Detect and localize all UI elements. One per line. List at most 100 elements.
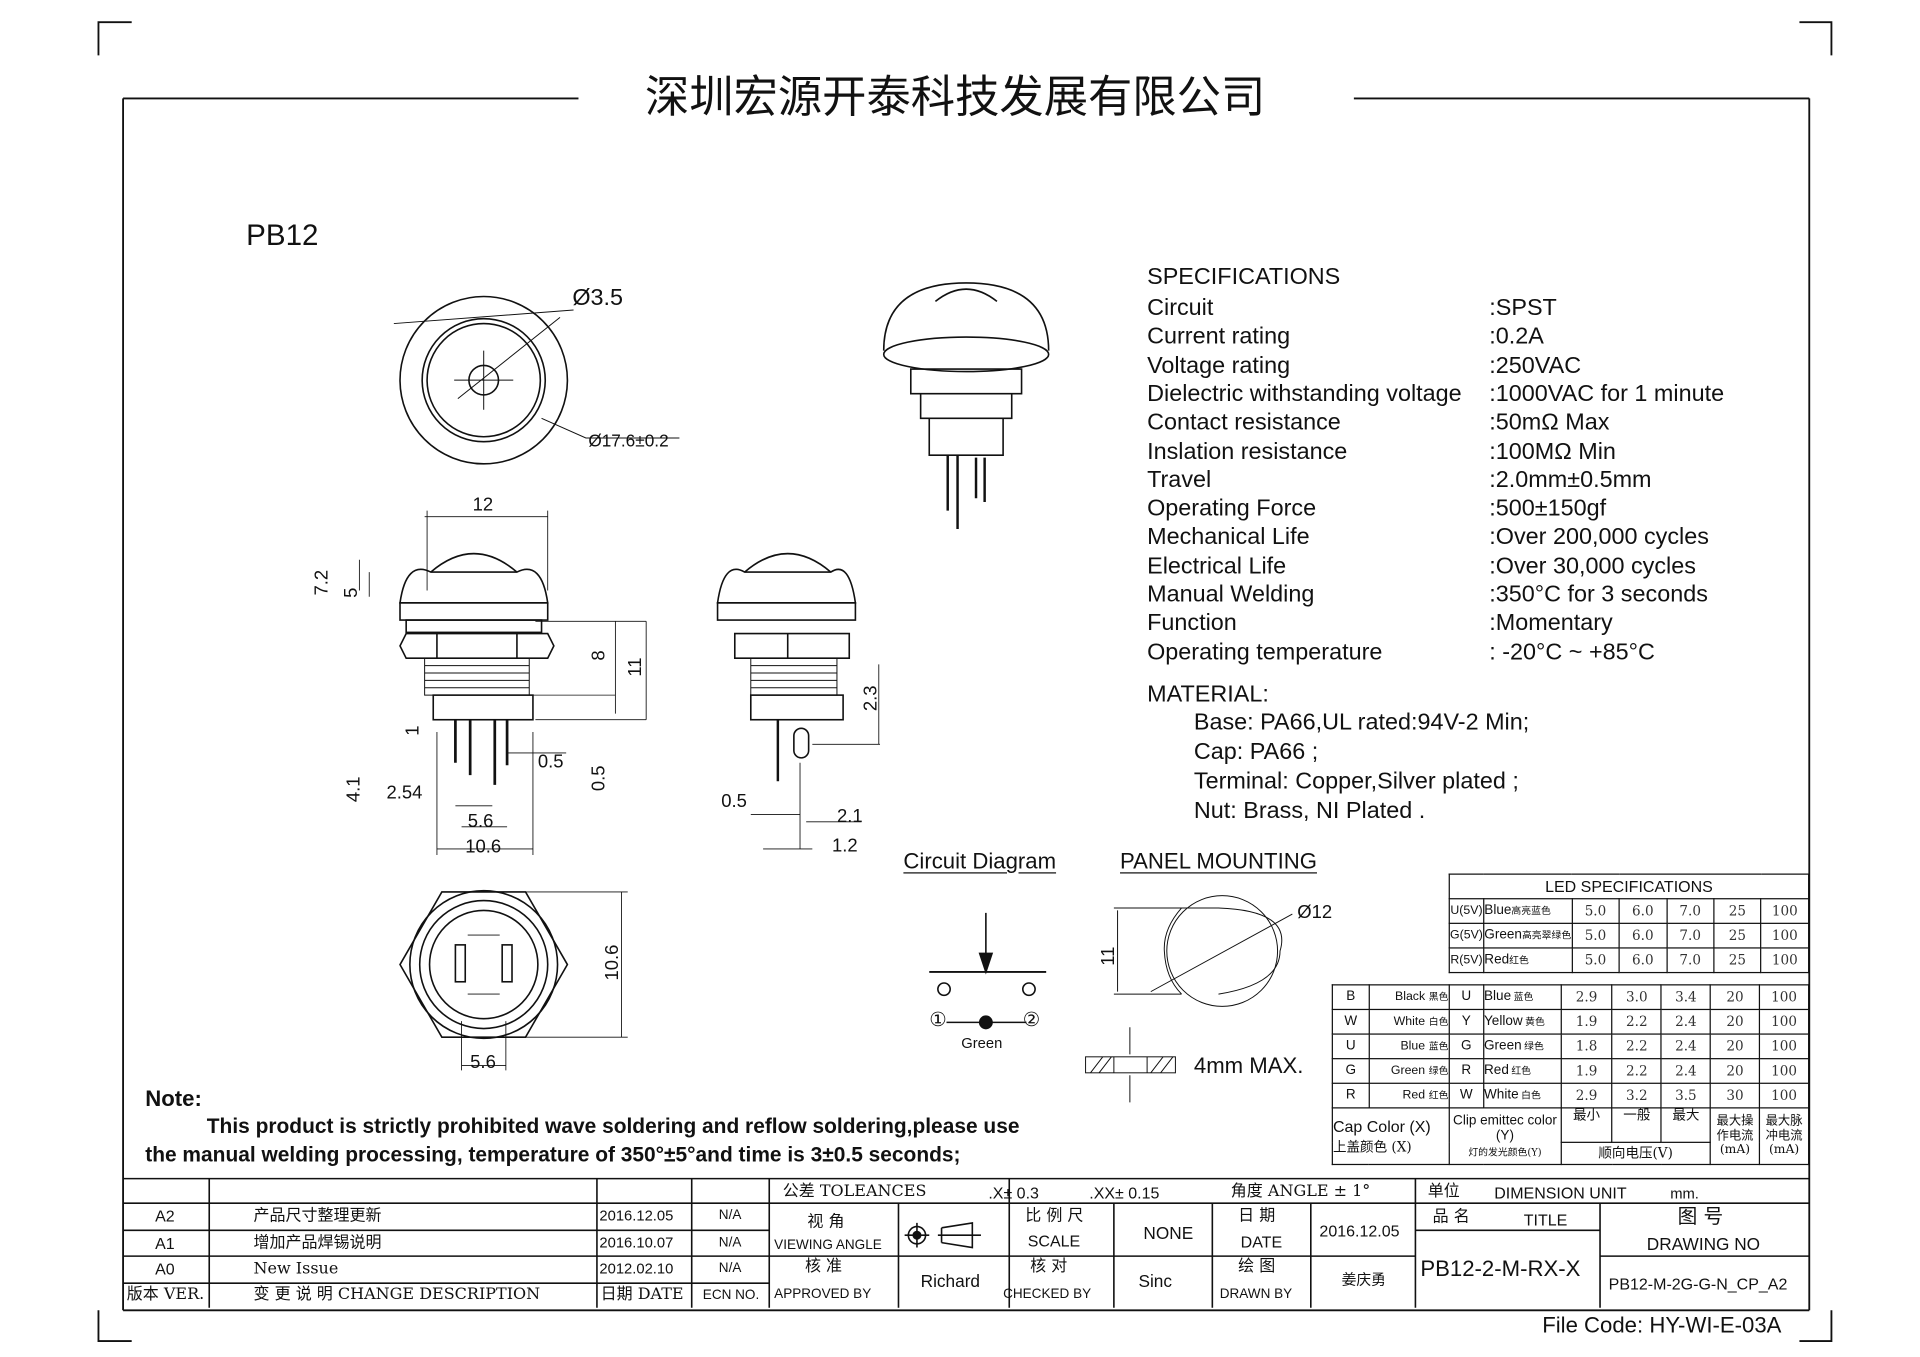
spec-value: :1000VAC for 1 minute (1489, 381, 1725, 408)
max-op-current-header: 最大操作电流(mA) (1709, 1107, 1761, 1166)
led-value: 100 (1758, 1033, 1810, 1060)
spec-label: Voltage rating (1147, 352, 1291, 379)
spec-row: Operating temperature: -20°C ~ +85°C (1147, 639, 1655, 666)
led-value: 2.4 (1660, 1008, 1712, 1035)
led-value: 1.8 (1560, 1033, 1613, 1060)
clip-color-label: Clip emittec color (Y) (1453, 1113, 1557, 1144)
panel-height-dim: 11 (1097, 946, 1119, 966)
spec-row: Circuit:SPST (1147, 295, 1557, 322)
iso-view-drawing (882, 282, 1050, 530)
cap-color-name: White (1393, 1014, 1426, 1028)
led-value: 100 (1758, 1058, 1810, 1084)
spec-label: Operating Force (1147, 495, 1317, 522)
cap-color-label: Cap Color (X) (1332, 1116, 1431, 1136)
unit-label-cn: 单位 (1427, 1182, 1460, 1201)
dim-front-h5: 5 (340, 587, 362, 598)
top-view-drawing (393, 295, 680, 465)
note-line-1: This product is strictly prohibited wave… (206, 1114, 1020, 1139)
spec-label: Inslation resistance (1147, 438, 1348, 465)
led-color-name: Red (1484, 1062, 1509, 1078)
led-value: 6.0 (1618, 922, 1668, 949)
cap-code: W (1331, 1008, 1370, 1035)
clip-color-label-cn: 灯的发光颜色(Y) (1468, 1146, 1542, 1158)
drawing-no-cn: 图 号 (1677, 1204, 1724, 1228)
cap-color-cn: 绿色 (1428, 1064, 1449, 1076)
spec-value: :350°C for 3 seconds (1489, 581, 1708, 608)
front-view-drawing (358, 510, 647, 856)
material-item: Base: PA66,UL rated:94V-2 Min; (1193, 709, 1530, 736)
cap-code: R (1331, 1082, 1370, 1109)
date-label: DATE (1240, 1232, 1283, 1252)
led-color-cn: 蓝色 (1513, 991, 1534, 1003)
company-title: 深圳宏源开泰科技发展有限公司 (644, 72, 1266, 124)
led-value: 2.4 (1660, 1033, 1712, 1060)
led-value: 5.0 (1571, 947, 1620, 974)
unit-value: mm. (1670, 1184, 1699, 1203)
spec-label: Circuit (1147, 295, 1214, 322)
led-code: W (1448, 1082, 1485, 1109)
led-color-name: Red (1484, 952, 1510, 968)
led-color: Green高亮翠绿色 (1483, 922, 1573, 949)
spec-label: Current rating (1147, 323, 1291, 350)
tolerance-xx: .XX± 0.15 (1089, 1183, 1160, 1203)
circuit-pin-1: ① (929, 1010, 947, 1031)
dim-front-2-54: 2.54 (386, 782, 423, 804)
led-value: 3.2 (1611, 1082, 1662, 1109)
material-heading: MATERIAL: (1147, 681, 1269, 708)
spec-row: Dielectric withstanding voltage :1000VAC … (1147, 381, 1724, 408)
approved-by-value: Richard (920, 1270, 981, 1291)
led-value: 2.2 (1611, 1058, 1662, 1084)
note-line-2: the manual welding processing, temperatu… (145, 1142, 961, 1167)
dim-side-2-3: 2.3 (860, 685, 882, 712)
led-value: 2.9 (1560, 984, 1613, 1011)
dim-front-h8: 8 (588, 650, 610, 661)
circuit-diagram-drawing (929, 912, 1047, 1030)
dim-front-1: 1 (402, 725, 424, 736)
cap-color-label-cn: 上盖颜色 (X) (1332, 1138, 1412, 1155)
led-value: 2.2 (1611, 1008, 1662, 1035)
spec-label: Travel (1147, 467, 1212, 494)
cap-color-name: Blue (1400, 1038, 1426, 1053)
spec-value: :Momentary (1489, 610, 1613, 637)
cap-color-name: Black (1395, 989, 1426, 1004)
led-color: Blue高亮蓝色 (1483, 898, 1573, 924)
led-value: 7.0 (1665, 898, 1715, 924)
drawn-by-cn: 绘 图 (1238, 1257, 1276, 1276)
file-code: File Code: HY-WI-E-03A (1542, 1312, 1782, 1338)
dim-front-0-5-vertical: 0.5 (588, 765, 610, 792)
spec-row: Current rating:0.2A (1147, 323, 1544, 351)
title-block-grid (123, 1177, 1810, 1308)
title-label: TITLE (1523, 1210, 1568, 1230)
panel-thickness-label: 4mm MAX. (1193, 1053, 1304, 1078)
led-value: 1.9 (1560, 1008, 1613, 1035)
note-heading: Note: (145, 1086, 202, 1111)
led-color-name: Blue (1484, 903, 1512, 918)
led-color-cn: 黄色 (1525, 1016, 1545, 1028)
led-color-cn: 绿色 (1524, 1040, 1544, 1052)
led-value: 6.0 (1618, 947, 1668, 974)
hdr-ver: 版本 VER. (126, 1285, 205, 1305)
tolerance-angle: 角度 ANGLE ± 1° (1230, 1182, 1371, 1201)
revision-desc: New Issue (253, 1259, 339, 1279)
led-value: 20 (1709, 1008, 1761, 1035)
corner-marks (97, 21, 1833, 1342)
scale-value: NONE (1143, 1222, 1194, 1243)
spec-value: : -20°C ~ +85°C (1489, 639, 1655, 666)
title-value: PB12-2-M-RX-X (1420, 1256, 1581, 1281)
revision-ver: A1 (155, 1233, 175, 1252)
led-value: 3.4 (1660, 984, 1712, 1011)
panel-mounting-drawing (1085, 895, 1293, 1103)
spec-label: Dielectric withstanding voltage (1147, 381, 1462, 408)
dim-front-4-1: 4.1 (343, 776, 365, 803)
circuit-led-label: Green (961, 1034, 1003, 1052)
spec-row: Voltage rating:250VAC (1147, 352, 1581, 380)
